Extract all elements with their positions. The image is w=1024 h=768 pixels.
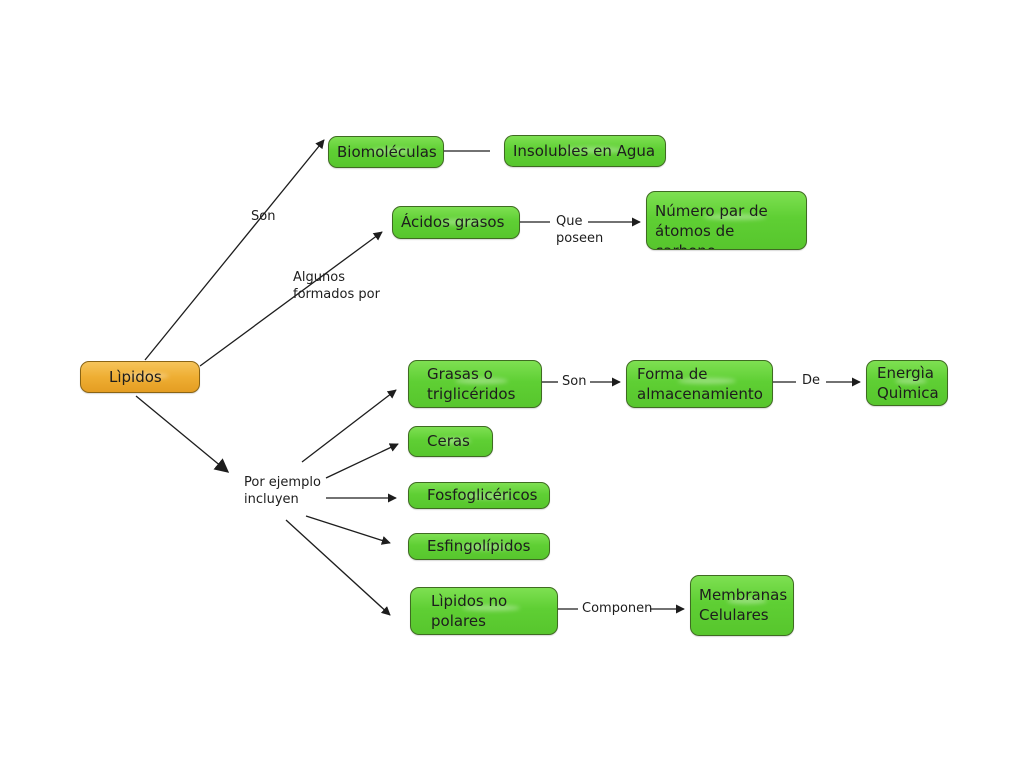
node-acidos-grasos-label: Ácidos grasos <box>401 213 505 231</box>
edge-lipidos-por-ejemplo <box>135 395 230 473</box>
node-ceras: Ceras <box>408 426 493 457</box>
node-lipidos: Lìpidos <box>80 361 200 393</box>
edge-por-ejemplo-esfingo <box>305 515 391 545</box>
link-label-por-ejemplo-incluyen: Por ejemplo incluyen <box>244 475 321 507</box>
node-forma-almacenamiento-label: Forma de almacenamiento <box>637 365 763 403</box>
node-grasas: Grasas o triglicéridos <box>408 360 542 408</box>
link-label-componen: Componen <box>582 601 653 616</box>
link-label-son-forma: Son <box>562 374 587 389</box>
node-fosfoglicericos-label: Fosfoglicéricos <box>427 486 538 504</box>
edge-lipidos-acidos <box>199 231 383 367</box>
node-fosfoglicericos: Fosfoglicéricos <box>408 482 550 509</box>
node-ceras-label: Ceras <box>427 432 470 450</box>
node-forma-almacenamiento: Forma de almacenamiento <box>626 360 773 408</box>
node-membranas-celulares-label: Membranas Celulares <box>699 586 788 624</box>
edge-lipidos-biomoleculas <box>144 139 325 361</box>
node-membranas-celulares: Membranas Celulares <box>690 575 794 636</box>
edge-por-ejemplo-no-polares <box>285 519 391 616</box>
node-numero-par-label: Número par de átomos de carbono <box>655 202 768 249</box>
node-energia-quimica-label: Energìa Quìmica <box>877 364 939 402</box>
node-grasas-label: Grasas o triglicéridos <box>427 365 516 403</box>
node-lipidos-no-polares: Lìpidos no polares <box>410 587 558 635</box>
node-esfingolipidos: Esfingolípidos <box>408 533 550 560</box>
node-energia-quimica: Energìa Quìmica <box>866 360 948 406</box>
edge-por-ejemplo-ceras <box>325 443 399 479</box>
node-insolubles-label: Insolubles en Agua <box>513 142 656 160</box>
node-biomoleculas-label: Biomoléculas <box>337 143 437 161</box>
link-label-son-biomoleculas: Son <box>251 209 276 224</box>
edge-por-ejemplo-grasas <box>301 389 397 463</box>
node-insolubles: Insolubles en Agua <box>504 135 666 167</box>
node-lipidos-label: Lìpidos <box>109 368 162 386</box>
link-label-de: De <box>802 373 821 388</box>
link-label-que-poseen: Que poseen <box>556 214 604 246</box>
link-label-algunos-formados-por: Algunos formados por <box>293 270 380 302</box>
node-acidos-grasos: Ácidos grasos <box>392 206 520 239</box>
node-lipidos-no-polares-label: Lìpidos no polares <box>431 592 508 630</box>
node-biomoleculas: Biomoléculas <box>328 136 444 168</box>
node-numero-par: Número par de átomos de carbono <box>646 191 807 250</box>
node-esfingolipidos-label: Esfingolípidos <box>427 537 531 555</box>
